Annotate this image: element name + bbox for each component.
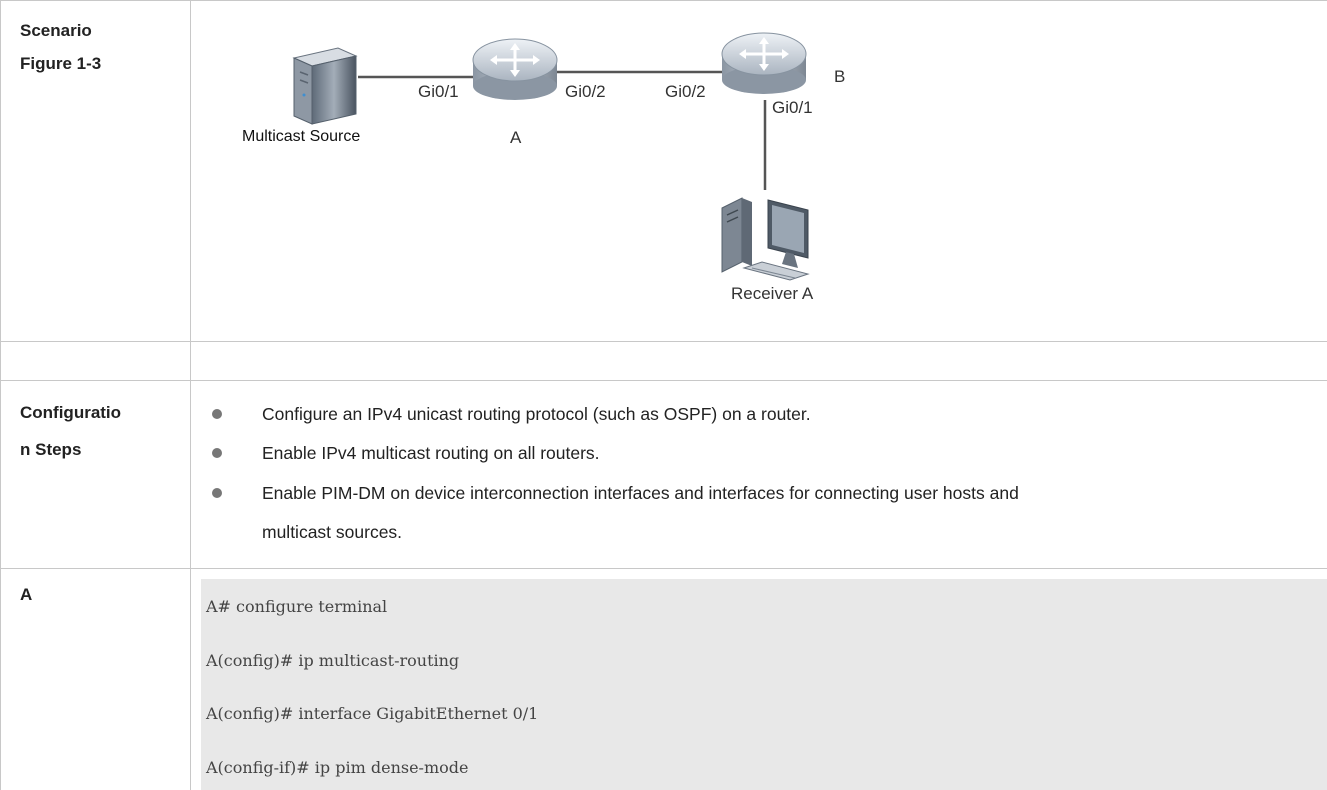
row-divider (0, 568, 1327, 569)
steps-label-line1: Configuratio (20, 403, 122, 422)
receiver-a-label: Receiver A (731, 284, 814, 303)
step-text: multicast sources. (262, 522, 403, 542)
port-b-gi0-2-label: Gi0/2 (665, 82, 706, 101)
row-divider (0, 341, 1327, 342)
bullet-icon (212, 488, 222, 498)
multicast-source-server-icon (292, 47, 358, 125)
port-b-gi0-1-label: Gi0/1 (772, 98, 813, 118)
configuration-steps-label: Configuratio n Steps (20, 396, 121, 466)
code-line: A# configure terminal (206, 597, 388, 616)
row-divider (190, 380, 1327, 381)
port-a-gi0-1-label: Gi0/1 (418, 82, 459, 101)
code-line: A(config-if)# ip pim dense-mode (206, 758, 469, 777)
router-a-icon (472, 38, 558, 100)
table-left-border (0, 0, 1, 790)
router-b-icon (721, 32, 807, 94)
steps-label-line2: n Steps (20, 440, 82, 459)
step-text: Configure an IPv4 unicast routing protoc… (262, 404, 811, 424)
router-b-label: B (834, 67, 846, 86)
scenario-label-line1: Scenario (20, 21, 92, 40)
code-line: A(config)# ip multicast-routing (206, 651, 460, 670)
scenario-label-line2: Figure 1-3 (20, 54, 102, 73)
bullet-icon (212, 448, 222, 458)
scenario-label: Scenario Figure 1-3 (20, 14, 101, 80)
port-a-gi0-2-label: Gi0/2 (565, 82, 606, 101)
step-text: Enable IPv4 multicast routing on all rou… (262, 443, 600, 463)
step-text: Enable PIM-DM on device interconnection … (262, 483, 1019, 503)
table-top-border (0, 0, 1327, 1)
receiver-pc-icon (721, 197, 810, 281)
code-block (201, 579, 1327, 790)
multicast-source-label: Multicast Source (242, 128, 361, 145)
row-divider (0, 380, 190, 381)
code-line: A(config)# interface GigabitEthernet 0/1 (206, 704, 539, 723)
router-a-label: A (510, 128, 522, 147)
network-diagram (292, 32, 810, 281)
device-a-label: A (20, 585, 33, 604)
column-divider (190, 0, 191, 790)
bullet-icon (212, 409, 222, 419)
